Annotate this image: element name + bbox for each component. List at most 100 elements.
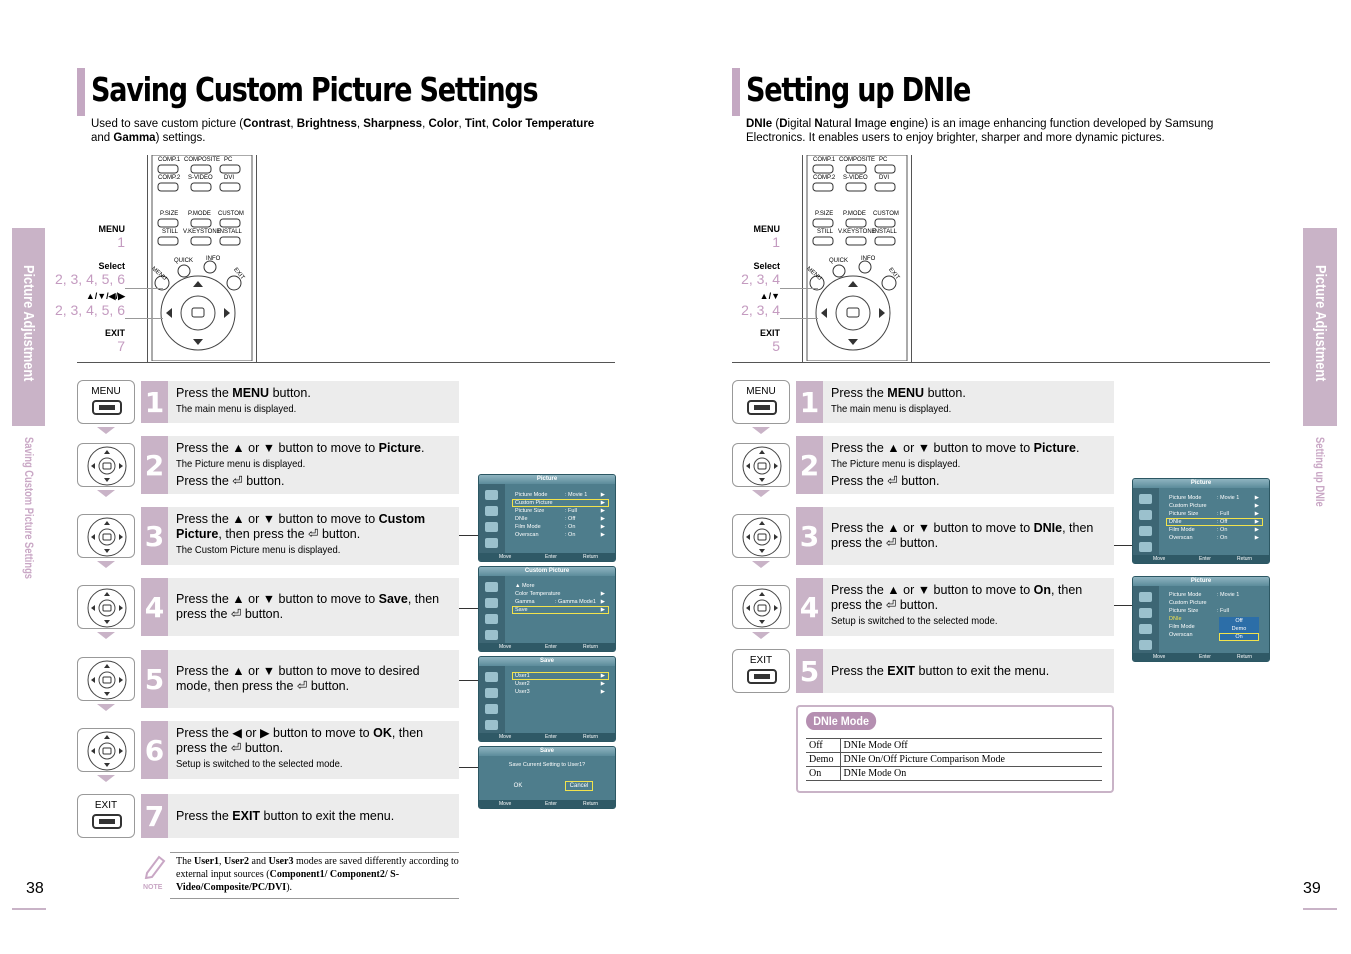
step-instruction: Press the ◀ or ▶ button to move to OK, t… — [176, 726, 424, 755]
remote-fn-label: P.SIZE — [815, 211, 834, 217]
step-instruction-2: Press the ⏎ button. — [176, 474, 285, 488]
title-accent-bar — [77, 68, 85, 116]
remote-src-label: COMP.2 — [158, 175, 181, 181]
step-arrow-icon — [752, 427, 770, 434]
step-instruction: Press the ▲ or ▼ button to move to Save,… — [176, 592, 440, 621]
step-result: Setup is switched to the selected mode. — [831, 615, 998, 627]
step-number: 2 — [141, 436, 168, 494]
remote-fn-label: P.MODE — [188, 211, 211, 217]
step-number: 6 — [141, 721, 168, 779]
step-2-dpad-icon — [77, 443, 135, 487]
step-5-dpad-icon — [77, 657, 135, 701]
step-3-body: Press the ▲ or ▼ button to move to DNIe,… — [823, 507, 1114, 565]
page-number: 39 — [1303, 880, 1321, 897]
step-instruction: Press the EXIT button to exit the menu. — [176, 808, 395, 823]
step-5-body: Press the EXIT button to exit the menu. — [823, 649, 1114, 693]
exit-button-label: EXIT — [749, 655, 773, 666]
remote-step-num: 1 — [772, 234, 780, 250]
remote-src-label: COMP.1 — [158, 157, 181, 163]
side-tab — [1303, 228, 1337, 426]
remote-src-label: COMPOSITE — [839, 157, 876, 163]
step-1-body: Press the MENU button.The main menu is d… — [823, 381, 1114, 423]
step-number: 2 — [796, 436, 823, 494]
remote-fn-label: STILL — [817, 229, 834, 235]
step-number: 7 — [141, 794, 168, 838]
step-arrow-icon — [97, 775, 115, 782]
step-instruction: Press the MENU button. — [831, 385, 966, 400]
remote-control-illustration: COMP.1 COMPOSITE PC COMP.2 S-VIDEO DVI P… — [803, 154, 911, 362]
step-number: 3 — [796, 507, 823, 565]
page-number: 38 — [26, 880, 44, 897]
step-4-dpad-icon — [732, 585, 790, 629]
osd-dnie-options: Picture Picture Mode: Movie 1 Custom Pic… — [1132, 576, 1270, 662]
remote-src-label: S-VIDEO — [843, 175, 868, 181]
remote-fn-label: P.SIZE — [160, 211, 179, 217]
page-title: Setting up DNIe — [746, 70, 971, 109]
step-7-body: Press the EXIT button to exit the menu. — [168, 794, 459, 838]
step-result: The Picture menu is displayed. — [831, 458, 961, 470]
step-number: 4 — [141, 578, 168, 636]
remote-src-label: COMP.2 — [813, 175, 836, 181]
remote-src-label: DVI — [879, 175, 890, 181]
osd-picture-menu: Picture Picture Mode: Movie 1▶ Custom Pi… — [478, 474, 616, 562]
remote-dpad-label: QUICK — [174, 258, 194, 264]
exit-button-label: EXIT — [94, 800, 118, 811]
step-3-dpad-icon — [77, 514, 135, 558]
step-4-dpad-icon — [77, 585, 135, 629]
step-result: The main menu is displayed. — [176, 402, 297, 415]
remote-label-menu: MENU — [98, 224, 126, 234]
step-2-body: Press the ▲ or ▼ button to move to Pictu… — [168, 436, 459, 494]
remote-dpad-label: INFO — [861, 256, 876, 262]
step-number: 5 — [796, 649, 823, 693]
step-instruction: Press the ▲ or ▼ button to move to Pictu… — [176, 441, 425, 455]
remote-label-arrows: ▲/▼ — [759, 291, 780, 301]
remote-fn-label: STILL — [162, 229, 179, 235]
step-result: Setup is switched to the selected mode. — [176, 758, 343, 770]
remote-fn-label: V.KEYSTONE — [838, 229, 876, 235]
remote-step-num: 7 — [117, 338, 125, 354]
step-4-body: Press the ▲ or ▼ button to move to Save,… — [168, 578, 459, 636]
step-arrow-icon — [97, 704, 115, 711]
remote-dpad-label: QUICK — [829, 258, 849, 264]
step-2-body: Press the ▲ or ▼ button to move to Pictu… — [823, 436, 1114, 494]
side-tab — [12, 228, 45, 426]
step-instruction: Press the EXIT button to exit the menu. — [831, 663, 1050, 678]
osd-picture-menu-dnie: Picture Picture Mode: Movie 1▶ Custom Pi… — [1132, 478, 1270, 564]
step-1-menu-icon: MENU — [732, 380, 790, 424]
step-number: 5 — [141, 650, 168, 708]
osd-custom-picture-menu: Custom Picture ▲ More Color Temperature▶… — [478, 566, 616, 652]
remote-step-num: 2, 3, 4 — [741, 302, 780, 318]
step-arrow-icon — [752, 561, 770, 568]
intro-text: Used to save custom picture (Contrast, B… — [91, 118, 595, 144]
step-result: The Picture menu is displayed. — [176, 458, 306, 470]
step-instruction: Press the MENU button. — [176, 385, 311, 400]
step-arrow-icon — [752, 632, 770, 639]
side-tab-label: Picture Adjustment — [20, 265, 37, 382]
remote-src-label: PC — [224, 157, 233, 163]
page-number-rule — [1303, 908, 1337, 910]
menu-button-label: MENU — [91, 386, 121, 397]
step-number: 4 — [796, 578, 823, 636]
step-arrow-icon — [97, 490, 115, 497]
step-6-body: Press the ◀ or ▶ button to move to OK, t… — [168, 721, 459, 779]
osd-save-confirm-dialog: Save Save Current Setting to User1? OK C… — [478, 746, 616, 809]
step-instruction-2: Press the ⏎ button. — [831, 474, 940, 488]
title-accent-bar — [732, 68, 740, 116]
side-section-label: Setting up DNIe — [1313, 437, 1327, 507]
side-section-label: Saving Custom Picture Settings — [22, 437, 36, 579]
step-arrow-icon — [97, 632, 115, 639]
page-number-rule — [12, 908, 46, 910]
remote-dpad-label: INFO — [206, 256, 221, 262]
remote-fn-label: CUSTOM — [218, 211, 244, 217]
step-arrow-icon — [97, 561, 115, 568]
step-instruction: Press the ▲ or ▼ button to move to Custo… — [176, 512, 426, 541]
page-title: Saving Custom Picture Settings — [91, 70, 539, 109]
remote-label-menu: MENU — [753, 224, 781, 234]
note-icon: NOTE — [143, 853, 167, 893]
step-1-menu-icon: MENU — [77, 380, 135, 424]
remote-fn-label: CUSTOM — [873, 211, 899, 217]
remote-step-num: 2, 3, 4, 5, 6 — [54, 302, 125, 318]
